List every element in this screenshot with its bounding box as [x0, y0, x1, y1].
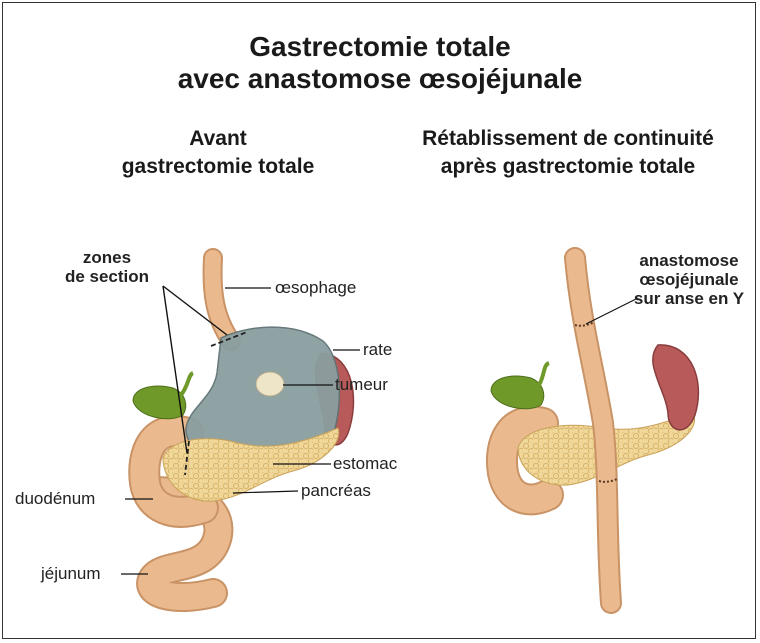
diagram-title: Gastrectomie totale avec anastomose œsoj…: [3, 31, 756, 95]
before-illustration: [121, 258, 360, 597]
anatomy-illustration: [3, 3, 756, 639]
esophagus-label: œsophage: [275, 278, 356, 298]
duodenum-label: duodénum: [15, 489, 95, 509]
title-line-2: avec anastomose œsojéjunale: [3, 63, 756, 95]
before-heading-line-1: Avant: [58, 125, 378, 153]
after-heading-line-2: après gastrectomie totale: [383, 153, 753, 181]
tumor: [256, 372, 284, 396]
stomach-label: estomac: [333, 454, 397, 474]
after-panel-heading: Rétablissement de continuité après gastr…: [383, 125, 753, 181]
before-heading-line-2: gastrectomie totale: [58, 153, 378, 181]
after-illustration: [491, 258, 698, 603]
section-zones-label: zones de section: [47, 248, 167, 286]
spleen-label: rate: [363, 340, 392, 360]
before-panel-heading: Avant gastrectomie totale: [58, 125, 378, 181]
anastomosis-label: anastomose œsojéjunale sur anse en Y: [619, 251, 756, 308]
after-heading-line-1: Rétablissement de continuité: [383, 125, 753, 153]
title-line-1: Gastrectomie totale: [3, 31, 756, 63]
tumor-label: tumeur: [335, 375, 388, 395]
pancreas-label: pancréas: [301, 481, 371, 501]
jejunum-label: jéjunum: [41, 564, 101, 584]
